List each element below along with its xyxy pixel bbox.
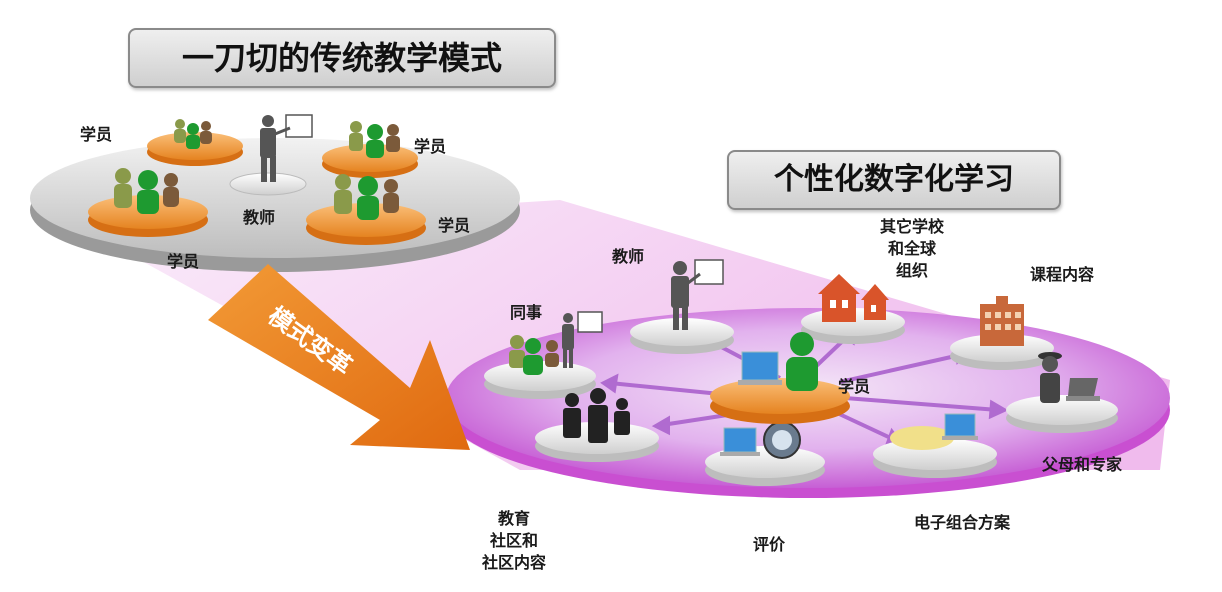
label-course-content: 课程内容 <box>1030 264 1094 286</box>
label-community-line2: 社区和 <box>482 530 546 552</box>
student-group-top-right <box>322 121 418 178</box>
label-student-top-left: 学员 <box>80 124 112 146</box>
label-student-top-right: 学员 <box>414 136 446 158</box>
label-student-bottom: 学员 <box>167 251 199 273</box>
label-community-line1: 教育 <box>482 508 546 530</box>
label-colleague: 同事 <box>510 302 542 324</box>
student-group-top-left <box>147 119 243 166</box>
label-other-schools-line3: 组织 <box>880 260 944 282</box>
label-teacher-left: 教师 <box>243 207 275 229</box>
label-student-right: 学员 <box>438 215 470 237</box>
label-other-schools: 其它学校 和全球 组织 <box>880 216 944 282</box>
label-community-line3: 社区内容 <box>482 552 546 574</box>
label-center-student: 学员 <box>838 376 870 398</box>
label-assessment: 评价 <box>753 534 785 556</box>
personalized-title: 个性化数字化学习 <box>727 150 1061 210</box>
label-community: 教育 社区和 社区内容 <box>482 508 546 574</box>
label-teacher-right: 教师 <box>612 246 644 268</box>
label-other-schools-line2: 和全球 <box>880 238 944 260</box>
traditional-title: 一刀切的传统教学模式 <box>128 28 556 88</box>
label-portfolio: 电子组合方案 <box>914 512 1010 534</box>
label-parents-experts: 父母和专家 <box>1042 454 1122 476</box>
label-other-schools-line1: 其它学校 <box>880 216 944 238</box>
